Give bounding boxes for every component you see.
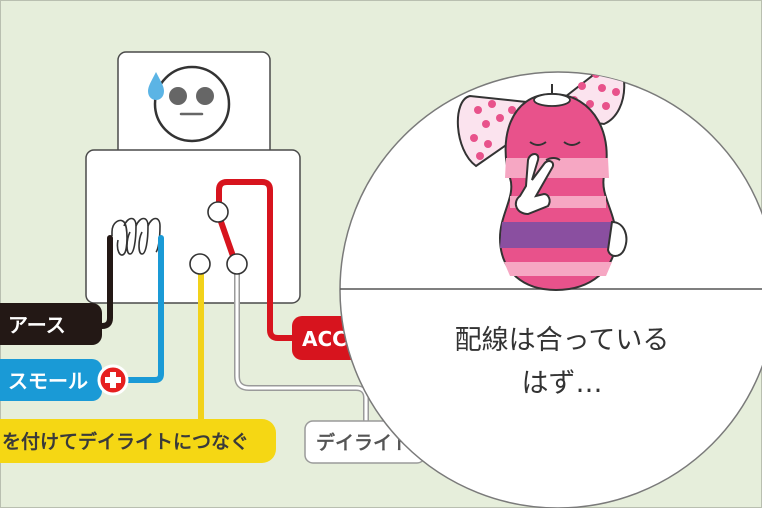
sweat-face-icon [148,65,231,143]
face-panel [117,51,271,161]
plus-circle-icon [97,364,129,396]
label-daylight-text: デイライト [316,431,411,454]
acc-wire [216,179,300,341]
label-daylight-connect: を付けてデイライトにつなぐ [0,419,276,463]
label-small: スモール [0,359,102,401]
label-earth-text: アース [8,313,66,337]
speech-line-2: はず… [522,368,603,399]
label-earth: アース [0,303,102,345]
relay-terminal-nc [189,253,211,275]
relay-coil [111,217,161,256]
label-daylight-connect-text: を付けてデイライトにつなぐ [2,430,249,453]
daylight-white-wire [234,272,369,428]
relay-terminal-no [226,253,248,275]
earth-wire [67,235,113,329]
peanut-character-icon [456,72,628,292]
label-small-text: スモール [8,369,88,393]
zoom-bubble: 配線は合っている はず… [339,71,762,508]
speech-line-1: 配線は合っている [455,325,670,356]
relay-terminal-common [207,201,229,223]
small-wire [115,235,164,383]
